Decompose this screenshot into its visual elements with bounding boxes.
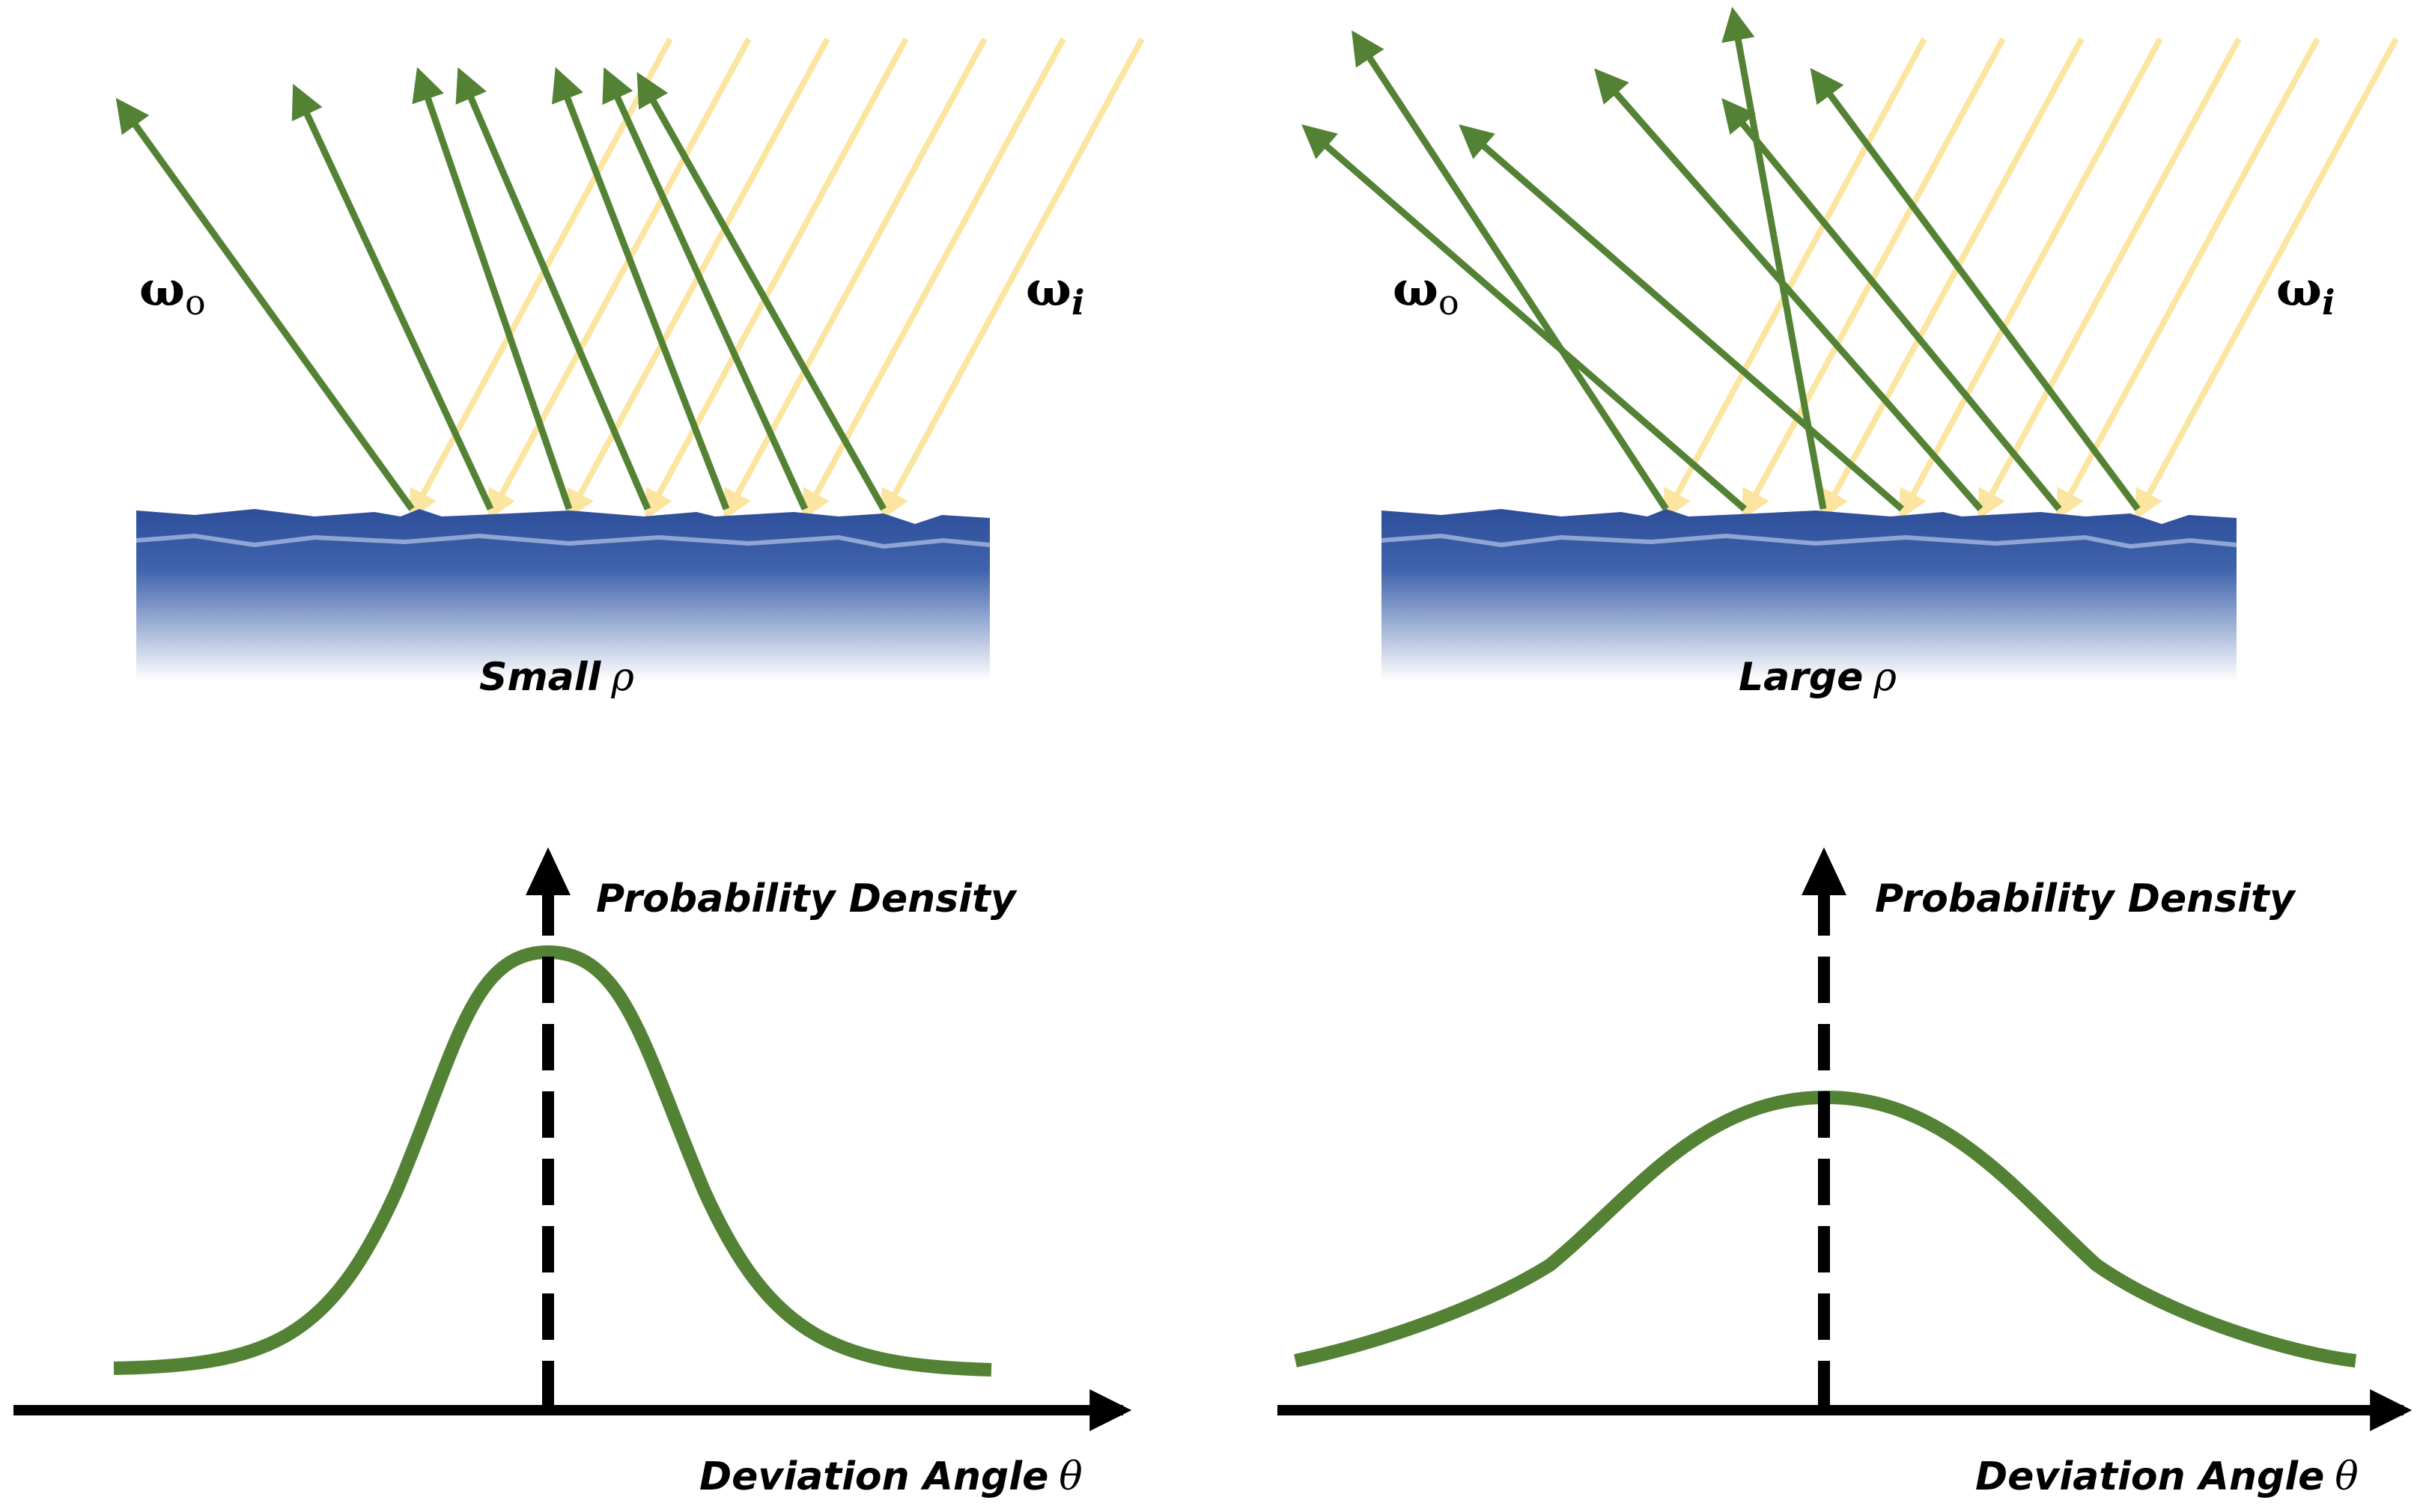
- omega-out-label-small: ωo: [139, 261, 206, 323]
- surface-ridge-small: [136, 533, 991, 549]
- omega-in-label-small: ωi: [1026, 261, 1084, 323]
- reflected-rays-large: [1301, 7, 2141, 512]
- rough-surface-small: [136, 509, 990, 681]
- density-curve-narrow: [113, 945, 992, 1377]
- incident-rays-large: [1663, 37, 2399, 521]
- y-axis-label-small: Probability Density: [596, 877, 1018, 921]
- omega-out-label-large: ωo: [1393, 261, 1459, 323]
- y-axis-arrowhead-large: [1802, 847, 1846, 895]
- rough-surface-large: [1381, 509, 2237, 681]
- reflected-rays-small: [115, 67, 887, 511]
- surface-ridge-large: [1381, 533, 2237, 549]
- y-axis-label-large: Probability Density: [1875, 877, 2296, 921]
- omega-in-label-large: ωi: [2276, 261, 2335, 323]
- y-axis-arrowhead-small: [526, 847, 571, 895]
